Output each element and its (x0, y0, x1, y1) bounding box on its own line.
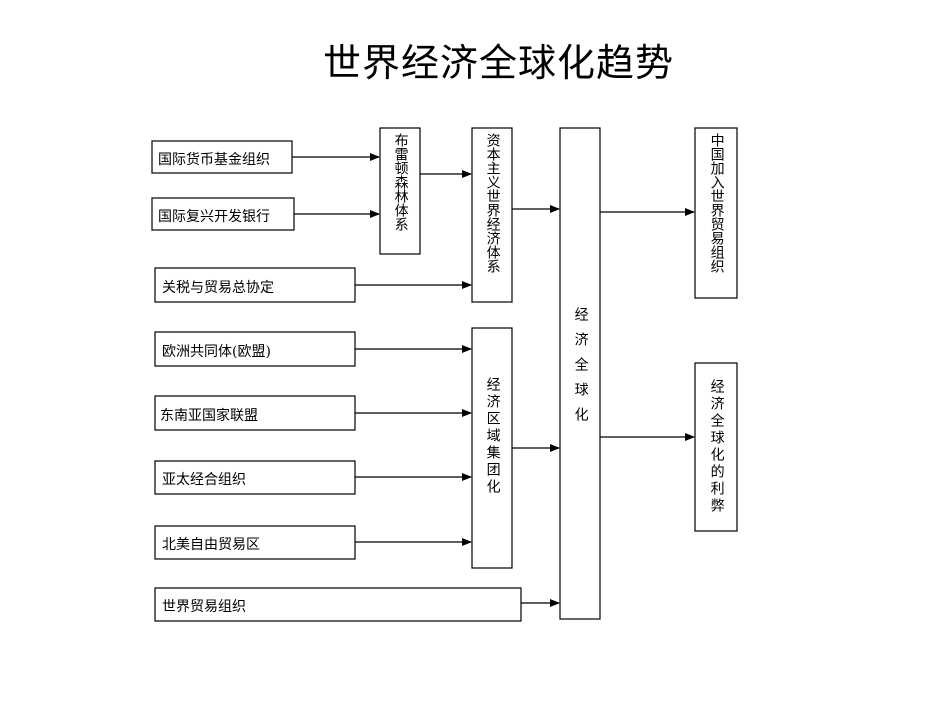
label-world-bank: 国际复兴开发银行 (158, 209, 270, 225)
label-eu: 欧洲共同体(欧盟) (162, 344, 271, 360)
box-pros-cons (694, 362, 738, 532)
label-china-wto: 中国加入世界贸易组织 (708, 133, 725, 273)
box-bretton-woods (379, 127, 421, 255)
box-world-bank (151, 197, 295, 231)
box-apec (154, 460, 356, 495)
box-capitalist-system (471, 127, 513, 303)
box-eu (154, 331, 356, 367)
label-imf: 国际货币基金组织 (158, 152, 270, 168)
label-apec: 亚太经合组织 (162, 472, 246, 488)
label-gatt: 关税与贸易总协定 (162, 280, 274, 296)
page-title: 世界经济全球化趋势 (322, 41, 674, 85)
label-nafta: 北美自由贸易区 (162, 537, 260, 553)
label-wto: 世界贸易组织 (162, 599, 246, 615)
label-globalization: 经济全球化 (572, 307, 589, 432)
label-capitalist-system: 资本主义世界经济体系 (484, 133, 501, 273)
box-globalization (559, 127, 601, 620)
box-asean (154, 395, 356, 431)
box-gatt (154, 267, 356, 303)
label-pros-cons: 经济全球化的利弊 (708, 379, 725, 515)
label-bretton-woods: 布雷顿森林体系 (392, 133, 409, 231)
box-regional-integration (471, 327, 513, 569)
label-regional-integration: 经济区域集团化 (484, 377, 501, 496)
box-china-wto (694, 127, 738, 299)
box-imf (151, 140, 293, 174)
label-asean: 东南亚国家联盟 (160, 408, 258, 424)
box-wto (154, 587, 522, 622)
